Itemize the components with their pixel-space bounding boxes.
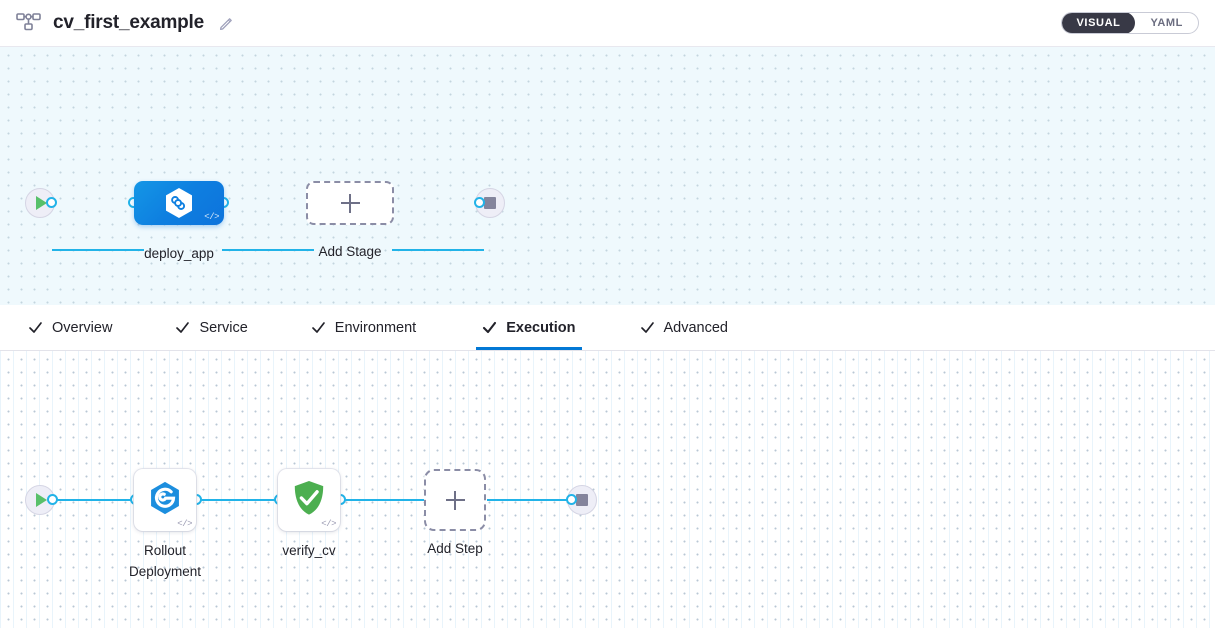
stage-graph: </> deploy_app Add Stage: [0, 47, 1215, 305]
add-step-button[interactable]: [424, 469, 486, 531]
tab-environment[interactable]: Environment: [305, 305, 422, 350]
stage-graph-canvas[interactable]: </> deploy_app Add Stage: [0, 47, 1215, 305]
mode-option-visual[interactable]: VISUAL: [1061, 13, 1136, 33]
add-stage-label: Add Stage: [318, 244, 382, 259]
view-mode-toggle[interactable]: VISUAL YAML: [1060, 12, 1199, 34]
tab-execution-label: Execution: [506, 319, 576, 336]
green-shield-check-icon: [291, 479, 327, 522]
step-code-glyph: </>: [321, 519, 336, 529]
check-icon: [28, 320, 43, 335]
stage-label-deploy-app: deploy_app: [144, 246, 214, 261]
step-code-glyph: </>: [177, 519, 192, 529]
tab-overview[interactable]: Overview: [22, 305, 118, 350]
exec-start-port[interactable]: [47, 494, 58, 505]
step-label-line2: Deployment: [128, 564, 202, 579]
kubernetes-rollout-icon: [147, 480, 183, 521]
check-icon: [640, 320, 655, 335]
step-label-verify-cv: verify_cv: [282, 543, 336, 558]
tab-overview-label: Overview: [52, 319, 113, 336]
step-label-rollout-deployment: Rollout Deployment: [95, 540, 235, 582]
step-label-line1: Rollout: [143, 543, 187, 558]
tab-service-label: Service: [199, 319, 248, 336]
exec-end-port[interactable]: [566, 494, 577, 505]
check-icon: [175, 320, 190, 335]
stage-edge-add-to-end: [392, 249, 484, 251]
add-stage-button[interactable]: [306, 181, 394, 225]
step-node-rollout-deployment[interactable]: </>: [134, 469, 196, 531]
pipeline-header-right: VISUAL YAML: [1060, 12, 1199, 34]
tab-environment-label: Environment: [334, 319, 417, 336]
tab-advanced-label: Advanced: [663, 319, 729, 336]
plus-icon: [445, 490, 465, 510]
stage-edge-start-to-deploy: [52, 249, 144, 251]
stage-end-port[interactable]: [474, 197, 485, 208]
mode-option-yaml[interactable]: YAML: [1150, 17, 1183, 29]
tab-advanced[interactable]: Advanced: [634, 305, 735, 350]
exec-edge-add-to-end: [487, 499, 573, 501]
step-node-verify-cv[interactable]: </>: [278, 469, 340, 531]
exec-edge-rollout-to-verify: [196, 499, 284, 501]
play-icon: [36, 493, 47, 507]
tab-service[interactable]: Service: [169, 305, 253, 350]
stage-node-deploy-app[interactable]: </>: [134, 181, 224, 225]
stage-code-glyph: </>: [204, 212, 219, 222]
check-icon: [482, 320, 497, 335]
execution-graph: </> Rollout Deployment </> verify: [0, 351, 1215, 628]
check-icon: [311, 320, 326, 335]
stop-icon: [484, 197, 496, 209]
edit-pencil-icon[interactable]: [219, 15, 235, 31]
plus-icon: [340, 193, 360, 213]
stop-icon: [576, 494, 588, 506]
pipeline-header-left: cv_first_example: [16, 12, 235, 34]
pipeline-nodes-icon: [16, 12, 42, 34]
exec-edge-start-to-rollout: [52, 499, 138, 501]
tab-execution[interactable]: Execution: [476, 305, 582, 350]
pipeline-header: cv_first_example VISUAL YAML: [0, 0, 1215, 47]
add-step-label: Add Step: [427, 541, 483, 556]
stage-edge-deploy-to-add: [222, 249, 314, 251]
harness-cd-hexagon-icon: [164, 187, 194, 219]
play-icon: [36, 196, 47, 210]
page-title: cv_first_example: [53, 12, 205, 33]
stage-start-port[interactable]: [46, 197, 57, 208]
execution-graph-canvas[interactable]: </> Rollout Deployment </> verify: [0, 351, 1215, 628]
stage-config-tabs: Overview Service Environment Execution A…: [0, 305, 1215, 351]
exec-edge-verify-to-add: [340, 499, 424, 501]
